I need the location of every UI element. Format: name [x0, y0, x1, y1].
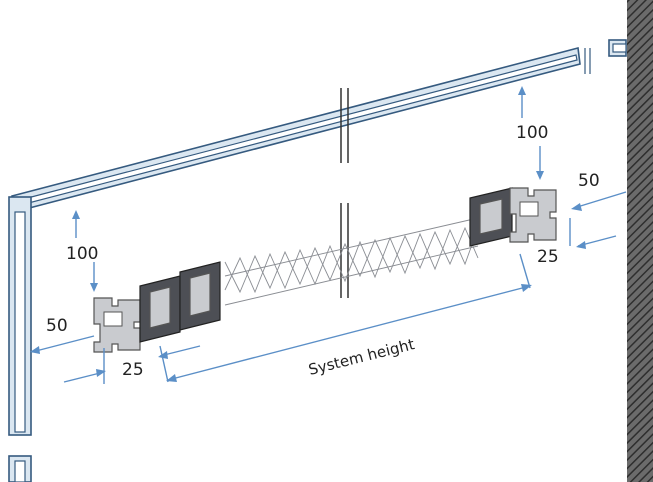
upper-lip-label: 25: [537, 247, 559, 267]
wall: [627, 0, 653, 482]
vertical-rail: [8, 196, 32, 482]
system-height-label: System height: [307, 335, 417, 379]
pleated-fabric: [224, 217, 479, 306]
upper-offset-label: 100: [516, 123, 548, 143]
lower-side-label: 50: [46, 316, 68, 336]
upper-side-label: 50: [578, 171, 600, 191]
upper-profile-dark: [469, 187, 513, 247]
lower-profile-dark: [139, 261, 221, 343]
lower-offset-label: 100: [66, 244, 98, 264]
lower-profile-light: [93, 297, 141, 353]
lower-lip-label: 25: [122, 360, 144, 380]
dimension-lines: [30, 86, 627, 384]
sloped-rail: [11, 39, 627, 214]
upper-profile-light: [509, 187, 557, 243]
